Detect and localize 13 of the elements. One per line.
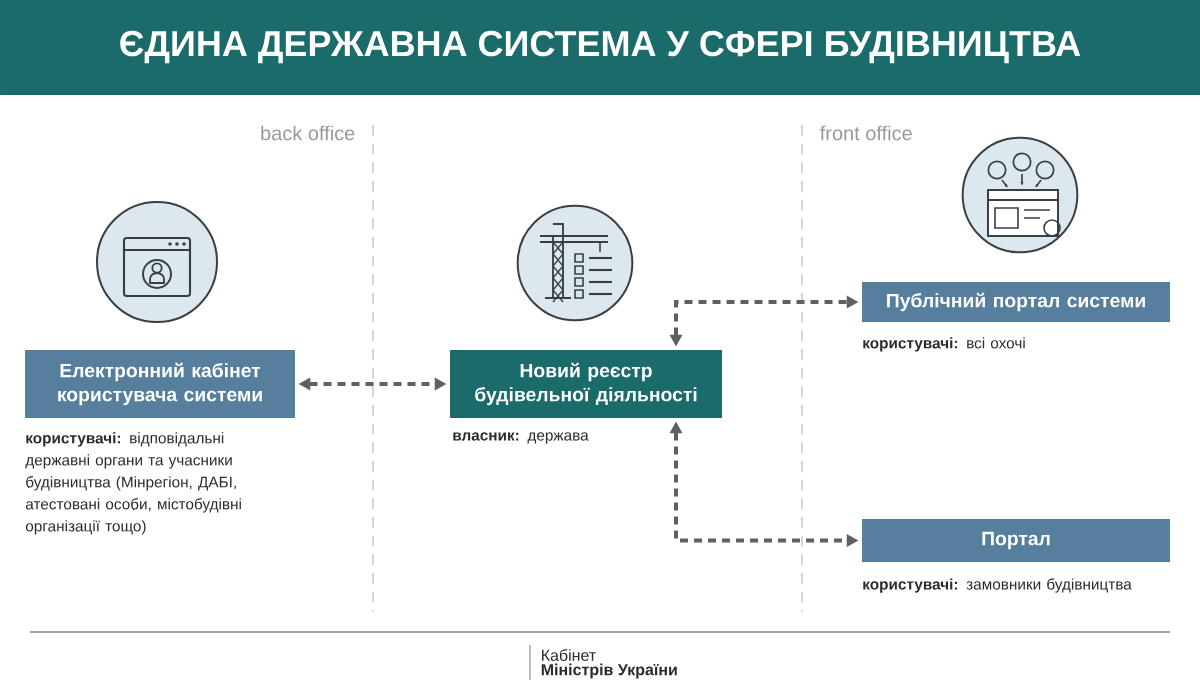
system-box: Електронний кабінет користувача системи bbox=[25, 350, 295, 418]
description-text: власник: держава bbox=[453, 432, 589, 444]
organization-name: Міністрів України bbox=[541, 663, 677, 679]
system-box: Портал bbox=[862, 519, 1170, 562]
description-text: користувачі: всі охочі bbox=[863, 337, 1025, 352]
zone-label: front office bbox=[820, 125, 912, 141]
system-box: Новий реєстр будівельної діяльності bbox=[450, 350, 722, 418]
organization-name: Кабінет bbox=[542, 649, 596, 661]
description-text: користувачі: замовники будівництва bbox=[863, 578, 1132, 593]
zone-label: back office bbox=[261, 125, 355, 141]
system-box: Публічний портал системи bbox=[862, 282, 1170, 322]
title-banner: ЄДИНА ДЕРЖАВНА СИСТЕМА У СФЕРІ БУДІВНИЦТВА bbox=[0, 0, 1200, 95]
description-text: користувачі: відповідальні державні органи та учасники будівництва (Мінрегіон, ДАБІ, атестовані особи, містобудівні організації тощо) bbox=[25, 432, 241, 535]
